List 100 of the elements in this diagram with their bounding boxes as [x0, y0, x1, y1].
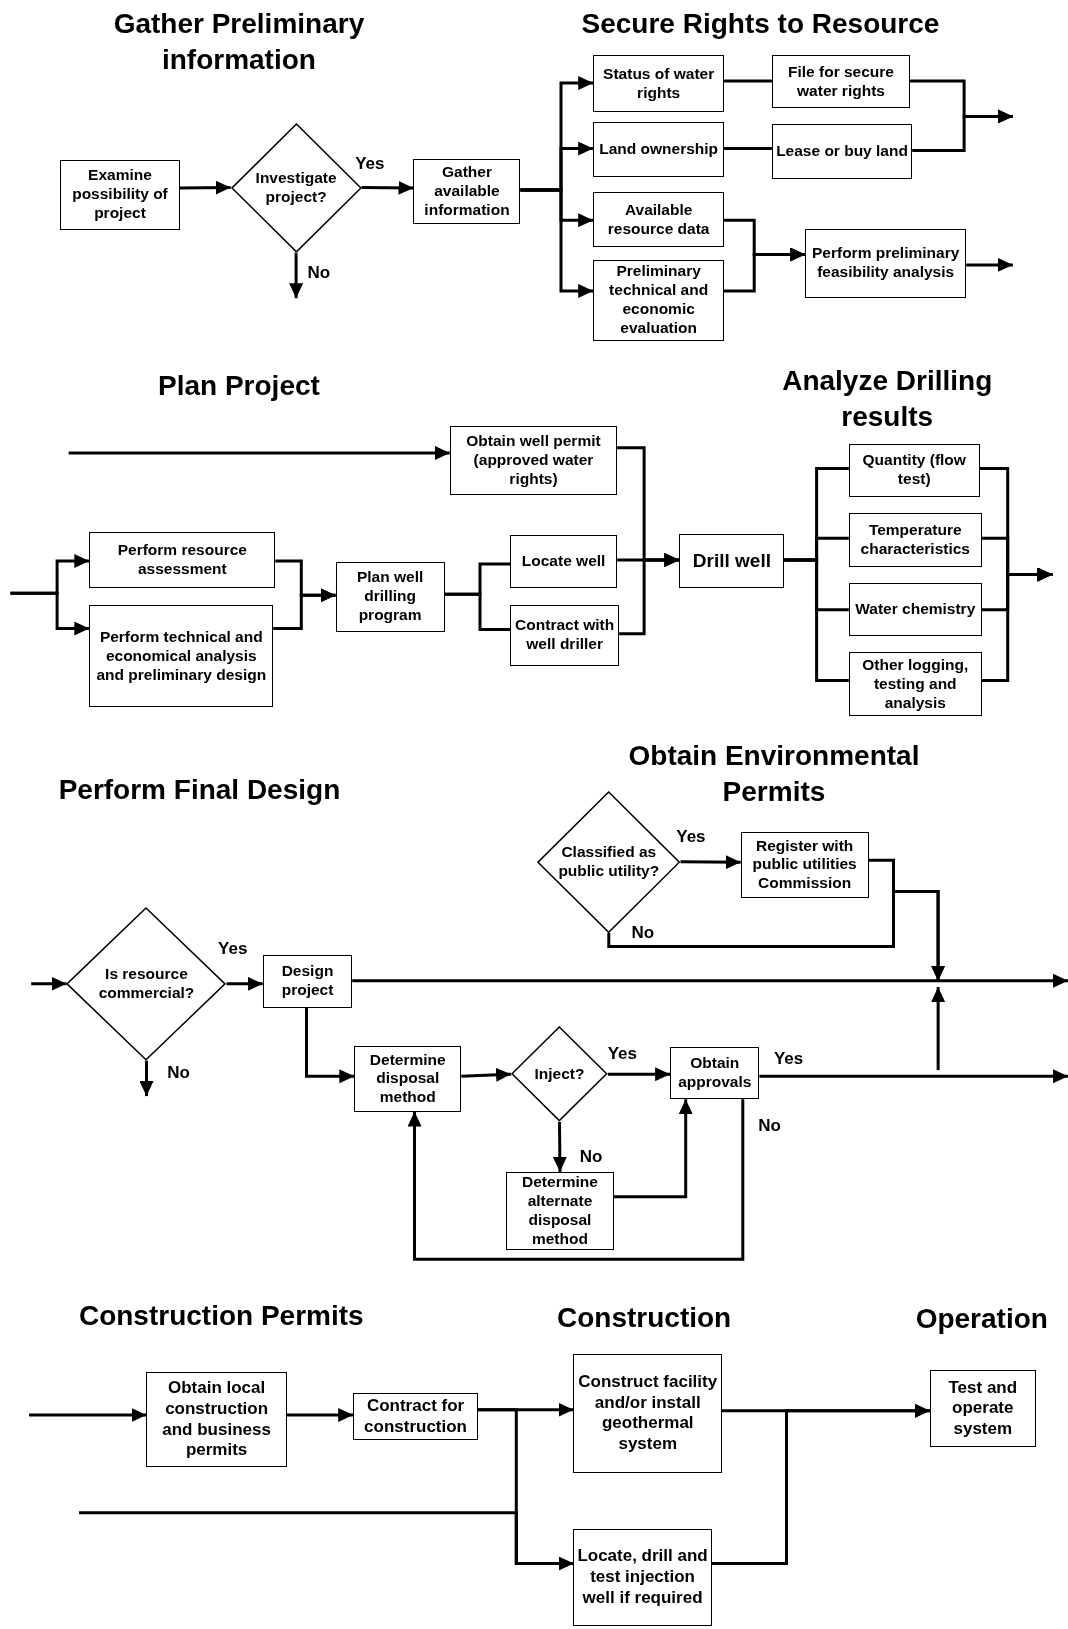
process-box: [771, 55, 911, 109]
process-box: [573, 1529, 712, 1626]
process-box: [573, 1353, 723, 1474]
connector-line: [724, 147, 772, 151]
arrow: [759, 1069, 1068, 1084]
arrow: [407, 1099, 745, 1261]
decision-label: Classified as public utility?: [557, 842, 661, 881]
process-box: [929, 1370, 1036, 1448]
box-label: File for secure water rights: [787, 62, 895, 101]
process-box: [593, 55, 725, 113]
box-label: Determine disposal method: [368, 1050, 447, 1108]
box-label: Perform preliminary feasibility analysis: [811, 244, 961, 283]
box-label: Obtain well permit (approved water rights): [465, 431, 602, 489]
arrow: [286, 1408, 354, 1422]
process-box: [60, 160, 180, 230]
arrow: [912, 109, 1013, 153]
box-label: Perform technical and economical analysis and preliminary design: [95, 627, 268, 685]
process-box: [593, 259, 725, 341]
box-label: Temperature characteristics: [859, 521, 971, 560]
box-label: Locate well: [521, 552, 606, 571]
section-heading: Obtain Environmental Permits: [627, 739, 921, 809]
box-label: Gather available information: [423, 163, 511, 221]
process-box: [89, 604, 274, 708]
box-label: Drill well: [692, 549, 771, 573]
arrow: [619, 553, 680, 636]
arrow: [607, 1067, 671, 1082]
box-label: Obtain approvals: [677, 1054, 753, 1093]
process-box: [354, 1046, 462, 1112]
process-box: [510, 535, 618, 588]
section-heading: Perform Final Design: [57, 772, 342, 807]
process-box: [335, 562, 445, 632]
box-label: Quantity (flow test): [861, 451, 967, 489]
box-label: Determine alternate disposal method: [521, 1173, 599, 1249]
arrow: [361, 180, 414, 195]
box-label: Other logging, testing and analysis: [861, 655, 970, 713]
box-label: Design project: [280, 962, 335, 1001]
box-label: Lease or buy land: [776, 141, 908, 161]
box-label: Status of water rights: [602, 64, 716, 103]
box-label: Locate, drill and test injection well if required: [576, 1546, 709, 1609]
box-label: Contract for construction: [363, 1395, 468, 1438]
arrow: [461, 1067, 512, 1082]
box-label: Water chemistry: [855, 599, 976, 619]
box-label: Test and operate system: [947, 1377, 1019, 1440]
arrow: [711, 1403, 930, 1566]
arrow: [29, 1408, 147, 1422]
process-box: [593, 121, 725, 177]
decision-label: Is resource commercial?: [97, 964, 196, 1003]
arrow: [680, 855, 741, 870]
process-box: [679, 534, 785, 588]
box-label: Construct facility and/or install geothermal system: [577, 1371, 719, 1455]
process-box: [805, 228, 967, 299]
process-box: [413, 158, 521, 225]
section-heading: Plan Project: [157, 369, 321, 404]
arrow: [868, 858, 946, 981]
process-box: [848, 513, 982, 568]
arrow: [520, 188, 594, 298]
process-box: [449, 425, 618, 495]
box-label: Perform resource assessment: [116, 541, 248, 579]
arrow: [179, 180, 231, 195]
process-box: [848, 443, 980, 497]
process-box: [510, 604, 620, 666]
process-box: [593, 192, 725, 248]
arrow: [552, 1122, 567, 1172]
box-label: Register with public utilities Commission: [751, 836, 858, 894]
arrow: [966, 257, 1013, 272]
process-box: [505, 1171, 614, 1250]
process-box: [740, 832, 869, 898]
arrow: [305, 1007, 355, 1084]
arrow: [31, 976, 67, 991]
arrow: [614, 1099, 693, 1199]
section-heading: Construction Permits: [77, 1299, 365, 1334]
process-box: [670, 1047, 760, 1100]
section-heading: Secure Rights to Resource: [580, 6, 941, 41]
process-box: [146, 1372, 287, 1467]
decision-label: Inject?: [534, 1064, 585, 1084]
box-label: Preliminary technical and economic evaluation: [608, 262, 710, 339]
section-heading: Analyze Drilling results: [781, 364, 994, 435]
box-label: Obtain local construction and business permits: [161, 1378, 272, 1462]
process-box: [353, 1393, 478, 1440]
arrow: [352, 973, 1068, 988]
process-box: [848, 652, 982, 716]
section-heading: Gather Preliminary information: [112, 6, 366, 77]
process-box: [89, 531, 276, 588]
arrow: [273, 588, 336, 630]
connector-line: [724, 79, 772, 83]
arrow: [289, 252, 304, 299]
decision-diamond: [511, 1026, 608, 1122]
section-heading: Construction: [556, 1301, 733, 1336]
box-label: Land ownership: [599, 139, 719, 159]
box-label: Plan well drilling program: [355, 568, 425, 626]
process-box: [848, 582, 982, 636]
box-label: Contract with well driller: [514, 616, 616, 655]
arrow: [68, 446, 450, 460]
box-label: Available resource data: [606, 200, 711, 239]
process-box: [262, 954, 353, 1008]
section-heading: Operation: [914, 1302, 1049, 1337]
connector-line: [784, 558, 849, 682]
box-label: Examine possibility of project: [71, 166, 169, 224]
decision-label: Investigate project?: [254, 168, 338, 207]
process-box: [771, 123, 913, 179]
